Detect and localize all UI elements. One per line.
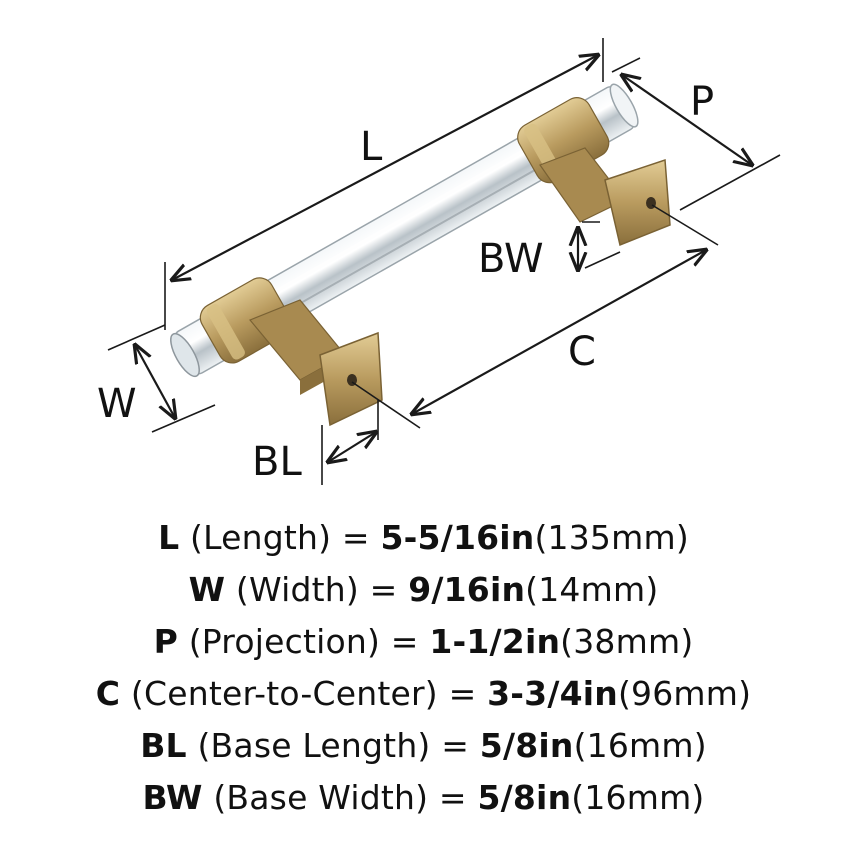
spec-base-length: BL (Base Length) = 5/8in(16mm) (140, 726, 707, 765)
spec-code: L (158, 518, 180, 557)
spec-metric: (14mm) (525, 570, 659, 609)
spec-code: P (153, 622, 178, 661)
spec-name: (Length) (190, 518, 332, 557)
spec-projection: P (Projection) = 1-1/2in(38mm) (153, 622, 694, 661)
spec-name: (Width) (235, 570, 359, 609)
spec-length: L (Length) = 5-5/16in(135mm) (158, 518, 689, 557)
spec-imperial: 5-5/16in (380, 518, 535, 557)
spec-imperial: 9/16in (408, 570, 526, 609)
spec-name: (Center-to-Center) (130, 674, 438, 713)
spec-center-to-center: C (Center-to-Center) = 3-3/4in(96mm) (95, 674, 752, 713)
spec-metric: (16mm) (573, 726, 707, 765)
label-P: P (690, 79, 714, 125)
spec-code: W (188, 570, 226, 609)
cabinet-pull-diagram: L P BW C W BL (97, 38, 781, 485)
spec-metric: (135mm) (534, 518, 689, 557)
label-BW: BW (478, 236, 544, 282)
spec-imperial: 1-1/2in (429, 622, 561, 661)
label-BL: BL (252, 439, 302, 485)
spec-name: (Projection) (188, 622, 381, 661)
spec-base-width: BW (Base Width) = 5/8in(16mm) (142, 778, 705, 817)
spec-list: L (Length) = 5-5/16in(135mm) W (Width) =… (0, 512, 847, 824)
spec-code: BL (140, 726, 187, 765)
label-C: C (568, 329, 596, 375)
dimension-lines (107, 38, 781, 485)
spec-width: W (Width) = 9/16in(14mm) (188, 570, 659, 609)
spec-code: C (95, 674, 121, 713)
spec-name: (Base Length) (197, 726, 431, 765)
left-post (249, 299, 383, 427)
label-W: W (97, 381, 137, 427)
spec-metric: (16mm) (571, 778, 705, 817)
spec-imperial: 5/8in (477, 778, 572, 817)
spec-metric: (38mm) (560, 622, 694, 661)
spec-imperial: 5/8in (479, 726, 574, 765)
spec-name: (Base Width) (213, 778, 429, 817)
right-post (539, 147, 671, 247)
spec-imperial: 3-3/4in (487, 674, 618, 713)
spec-code: BW (142, 778, 203, 817)
label-L: L (360, 124, 383, 170)
spec-metric: (96mm) (617, 674, 752, 713)
